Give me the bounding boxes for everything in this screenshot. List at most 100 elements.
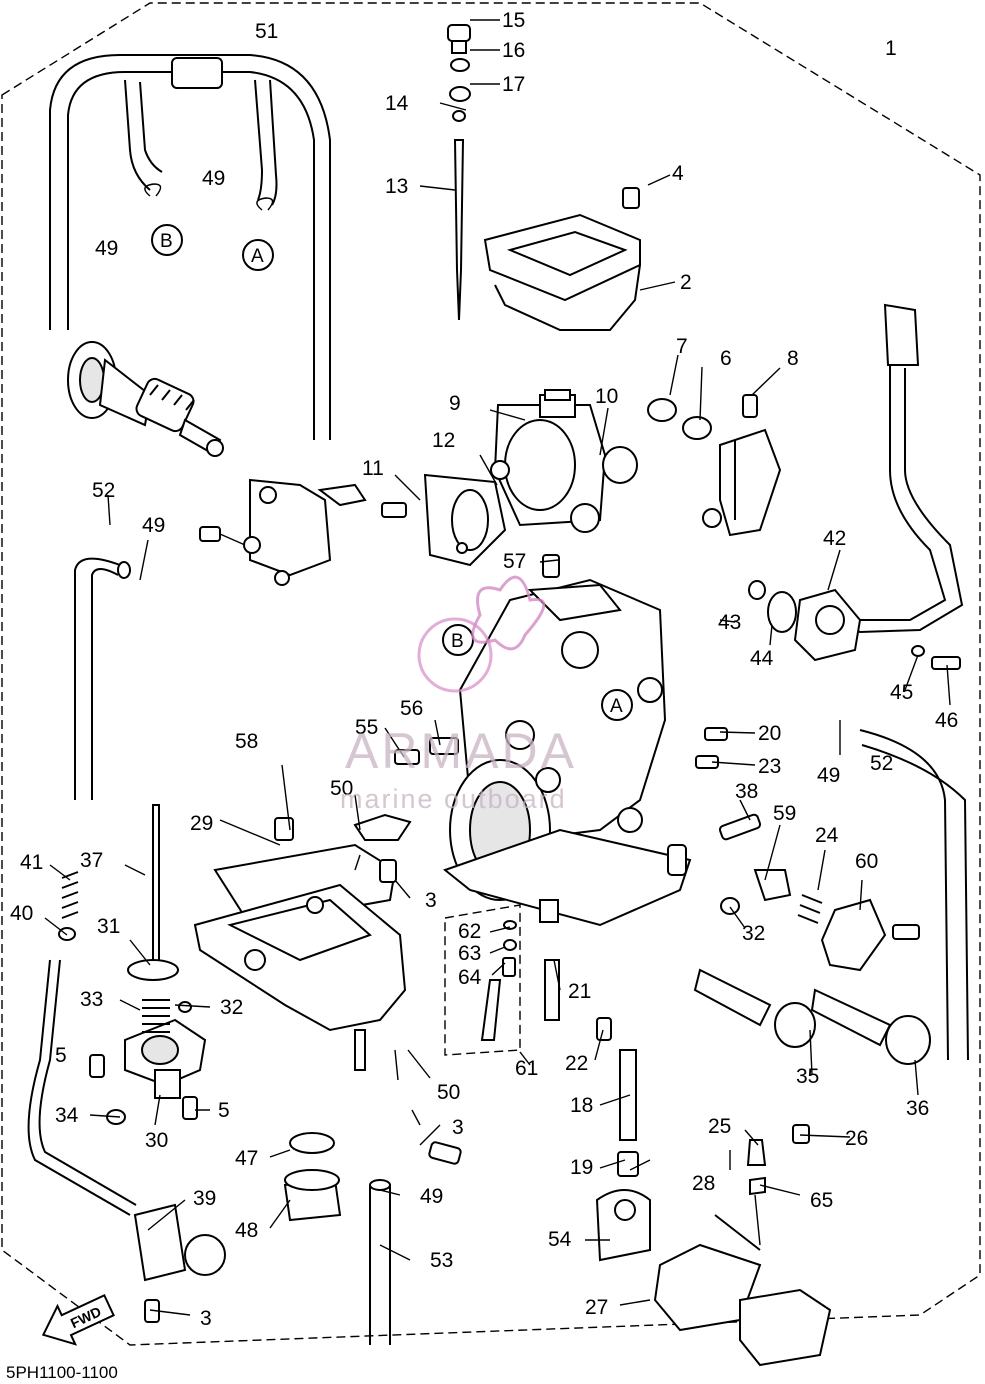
label-3c: 3	[200, 1307, 212, 1330]
label-17: 17	[502, 73, 525, 96]
hose-52-left	[74, 557, 131, 800]
circled-letter-b-body: B	[442, 624, 474, 656]
label-37: 37	[80, 849, 103, 872]
top-cover-2	[483, 187, 641, 331]
label-48: 48	[235, 1219, 258, 1242]
screw-57	[542, 554, 560, 578]
drain-plug	[283, 1132, 342, 1222]
label-28: 28	[692, 1172, 715, 1195]
label-44: 44	[750, 647, 774, 670]
hose-52-right	[859, 729, 969, 1061]
label-52b: 52	[870, 752, 893, 775]
label-34: 34	[55, 1104, 79, 1127]
leader-lines	[44, 19, 951, 1316]
cable-39	[27, 871, 226, 1323]
label-12: 12	[432, 429, 455, 452]
jets-group	[444, 904, 639, 1177]
label-53: 53	[430, 1249, 453, 1272]
label-29: 29	[190, 812, 213, 835]
label-7: 7	[676, 335, 688, 358]
label-33: 33	[80, 988, 103, 1011]
parts-25-26-65	[746, 1124, 810, 1196]
circled-letter-a-body: A	[601, 689, 633, 721]
throttle-sensor-42	[748, 303, 964, 670]
label-24: 24	[815, 824, 839, 847]
screw-11	[381, 502, 407, 518]
label-62: 62	[458, 920, 481, 943]
label-35: 35	[796, 1065, 819, 1088]
label-10: 10	[595, 385, 618, 408]
label-31: 31	[97, 915, 120, 938]
watermark-tagline: marine outboard	[340, 784, 567, 814]
label-42: 42	[823, 527, 846, 550]
gasket-12	[423, 473, 507, 567]
label-52a: 52	[92, 479, 115, 502]
accelerator-pump-parts	[127, 804, 192, 1033]
vent-hose-assembly	[49, 54, 331, 440]
label-36: 36	[906, 1097, 929, 1120]
screw-20	[704, 727, 728, 741]
label-57: 57	[503, 550, 526, 573]
watermark-brand: ARMADA	[345, 723, 577, 779]
diagram-code: 5PH1100-1100	[6, 1363, 118, 1382]
label-16: 16	[502, 39, 525, 62]
label-43: 43	[718, 611, 741, 634]
cap-54	[595, 1189, 651, 1262]
label-55: 55	[355, 716, 378, 739]
float-30	[89, 1018, 207, 1125]
svg-text:A: A	[251, 246, 264, 267]
throttle-valve-plate	[199, 478, 367, 586]
idle-parts	[718, 813, 920, 972]
label-65: 65	[810, 1189, 833, 1212]
label-15: 15	[502, 9, 525, 32]
label-20: 20	[758, 722, 781, 745]
label-32b: 32	[742, 922, 765, 945]
air-housing-9	[490, 389, 607, 533]
label-8: 8	[787, 347, 799, 370]
circled-letter-b-top: B	[151, 224, 183, 256]
jet-needle-13	[447, 24, 471, 321]
label-38: 38	[735, 780, 758, 803]
circled-letter-a-top: A	[242, 239, 274, 271]
svg-text:A: A	[610, 696, 623, 717]
label-23: 23	[758, 755, 781, 778]
label-30: 30	[145, 1129, 168, 1152]
adjust-screws-35-36	[693, 968, 931, 1065]
label-49b: 49	[202, 167, 225, 190]
svg-text:B: B	[451, 631, 464, 652]
bracket-6-7-8	[647, 394, 782, 537]
seal-10	[602, 446, 638, 484]
label-49a: 49	[95, 237, 118, 260]
label-49e: 49	[420, 1185, 443, 1208]
label-50a: 50	[330, 777, 353, 800]
label-13: 13	[385, 175, 408, 198]
label-64: 64	[458, 966, 482, 989]
label-47: 47	[235, 1147, 258, 1170]
label-27: 27	[585, 1296, 608, 1319]
label-49c: 49	[142, 514, 165, 537]
label-46: 46	[935, 709, 958, 732]
label-60: 60	[855, 850, 878, 873]
label-45: 45	[890, 681, 913, 704]
label-58: 58	[235, 730, 258, 753]
label-51: 51	[255, 20, 278, 43]
label-54: 54	[548, 1228, 572, 1251]
throttle-shaft	[67, 341, 224, 457]
fwd-arrow: FWD	[41, 1293, 115, 1346]
svg-text:B: B	[160, 231, 173, 252]
overflow-hose-53	[369, 1179, 391, 1345]
label-56: 56	[400, 697, 423, 720]
label-11: 11	[362, 457, 384, 480]
label-3a: 3	[425, 889, 437, 912]
assembly-boundary	[1, 2, 981, 1346]
label-21: 21	[568, 980, 591, 1003]
bolt-3	[428, 1141, 462, 1165]
label-22: 22	[565, 1052, 588, 1075]
label-4: 4	[672, 162, 684, 185]
spring-56	[429, 737, 459, 755]
label-19: 19	[570, 1156, 593, 1179]
label-41: 41	[20, 851, 43, 874]
label-18: 18	[570, 1094, 593, 1117]
label-63: 63	[458, 942, 481, 965]
